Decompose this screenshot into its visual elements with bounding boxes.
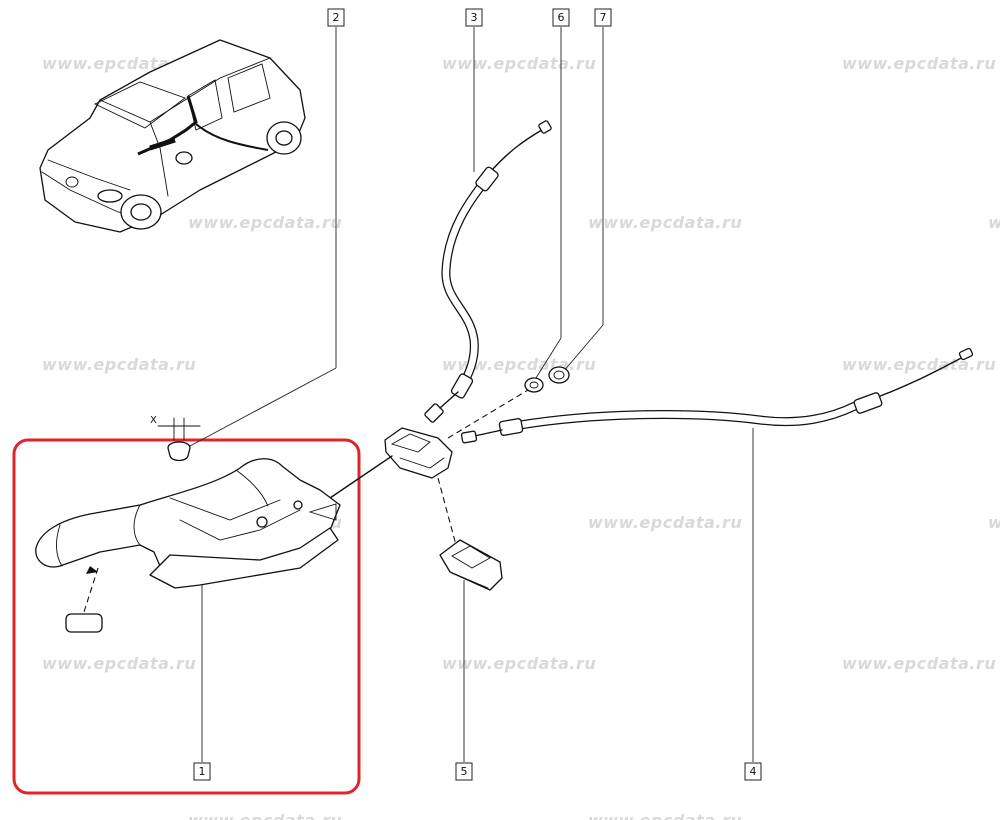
- watermark: www.epcdata.ru: [842, 355, 996, 374]
- watermark: www.epcdata.ru: [42, 654, 196, 673]
- leader-lines: [189, 27, 754, 762]
- callout-1: 1: [193, 762, 211, 781]
- car-locator-illustration: [39, 39, 306, 233]
- callout-2: 2: [327, 8, 345, 27]
- callout-number: 2: [333, 11, 340, 24]
- watermark-layer: www.epcdata.ru www.epcdata.ru www.epcdat…: [42, 54, 1000, 820]
- callout-4: 4: [744, 762, 762, 781]
- part-1-handbrake-lever: [35, 458, 341, 633]
- part-5-clip: [439, 539, 503, 591]
- callout-number: 5: [461, 765, 468, 778]
- dimension-label: X: [150, 415, 157, 426]
- callout-number: 4: [750, 765, 757, 778]
- callout-3: 3: [465, 8, 483, 27]
- watermark: www.epcdata.ru: [988, 213, 1000, 232]
- watermark: www.epcdata.ru: [442, 54, 596, 73]
- callout-7: 7: [594, 8, 612, 27]
- assembly-dash-line: [447, 389, 529, 439]
- part-3-brake-cable: [424, 120, 552, 423]
- part-7-grommet: [548, 366, 570, 384]
- part-4-brake-cable: [460, 347, 974, 444]
- highlight-frame: [12, 438, 361, 795]
- part-2-nut: X: [150, 415, 201, 462]
- watermark: www.epcdata.ru: [588, 513, 742, 532]
- primary-cable: [329, 455, 393, 499]
- callout-number: 3: [471, 11, 478, 24]
- watermark: www.epcdata.ru: [188, 811, 342, 820]
- watermark: www.epcdata.ru: [442, 654, 596, 673]
- callout-6: 6: [552, 8, 570, 27]
- lever-cover-cap: [65, 613, 103, 633]
- callout-number: 7: [600, 11, 607, 24]
- part-6-grommet: [524, 377, 544, 393]
- watermark: www.epcdata.ru: [842, 54, 996, 73]
- watermark: www.epcdata.ru: [588, 213, 742, 232]
- watermark: www.epcdata.ru: [588, 811, 742, 820]
- watermark: www.epcdata.ru: [42, 355, 196, 374]
- callout-number: 6: [558, 11, 565, 24]
- watermark: www.epcdata.ru: [988, 513, 1000, 532]
- watermark: www.epcdata.ru: [842, 654, 996, 673]
- watermark: www.epcdata.ru: [188, 213, 342, 232]
- callout-5: 5: [455, 762, 473, 781]
- cable-equalizer: [384, 427, 457, 546]
- callout-number: 1: [199, 765, 206, 778]
